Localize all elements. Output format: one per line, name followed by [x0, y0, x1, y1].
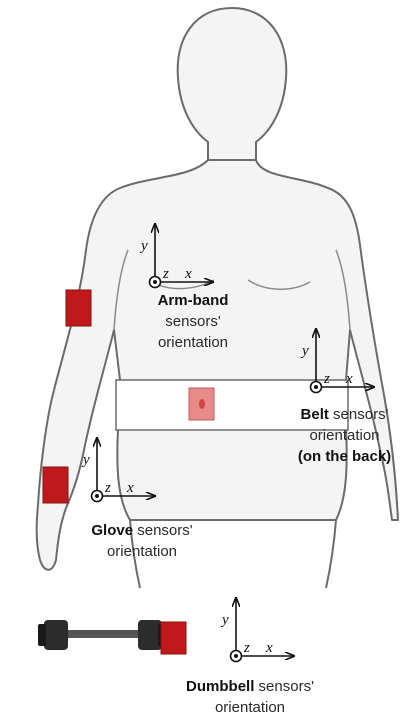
belt-y-label: y: [300, 343, 309, 359]
dumbbell-label-bold: Dumbbell: [186, 678, 254, 695]
glove-label-rest1: sensors': [133, 522, 193, 539]
right-leg: [326, 520, 336, 588]
armband-label-line2: sensors': [118, 311, 268, 332]
dumbbell-sensor: [161, 622, 186, 654]
dumbbell-left-plate: [44, 620, 68, 650]
armband-x-label: x: [184, 266, 192, 282]
belt-label-line3: (on the back): [298, 448, 391, 465]
glove-y-label: y: [81, 452, 90, 468]
armband-label-bold: Arm-band: [158, 292, 229, 309]
dumbbell-x-label: x: [265, 640, 273, 656]
dumbbell-label-line2: orientation: [160, 697, 340, 718]
armband-sensor: [66, 290, 91, 326]
armband-z-label: z: [162, 266, 169, 282]
glove-z-label: z: [104, 480, 111, 496]
dumbbell-label: Dumbbell sensors' orientation: [160, 676, 340, 718]
armband-label: Arm-band sensors' orientation: [118, 290, 268, 353]
dumbbell-label-rest1: sensors': [254, 678, 314, 695]
glove-z-axis-dot: [95, 494, 99, 498]
dumbbell-y-label: y: [220, 612, 229, 628]
dumbbell-bar: [64, 630, 146, 638]
head: [178, 8, 287, 165]
belt-label-rest1: sensors': [329, 406, 389, 423]
glove-sensor: [43, 467, 68, 503]
armband-y-label: y: [139, 238, 148, 254]
armband-label-line3: orientation: [118, 332, 268, 353]
glove-label: Glove sensors' orientation: [62, 520, 222, 562]
glove-label-bold: Glove: [91, 522, 133, 539]
belt-label-bold: Belt: [301, 406, 329, 423]
glove-x-label: x: [126, 480, 134, 496]
belt-sensor-center: [199, 399, 205, 409]
dumbbell-z-axis-dot: [234, 654, 238, 658]
dumbbell-left-cap: [38, 624, 46, 646]
belt-x-label: x: [345, 371, 353, 387]
armband-z-axis-dot: [153, 280, 157, 284]
dumbbell-z-label: z: [243, 640, 250, 656]
torso-and-arms: [37, 160, 398, 570]
belt-label: Belt sensors' orientation (on the back): [286, 404, 403, 467]
dumbbell-icon: [38, 620, 186, 654]
glove-label-line2: orientation: [62, 541, 222, 562]
belt-z-axis-dot: [314, 385, 318, 389]
belt-label-line2: orientation: [286, 425, 403, 446]
belt-z-label: z: [323, 371, 330, 387]
